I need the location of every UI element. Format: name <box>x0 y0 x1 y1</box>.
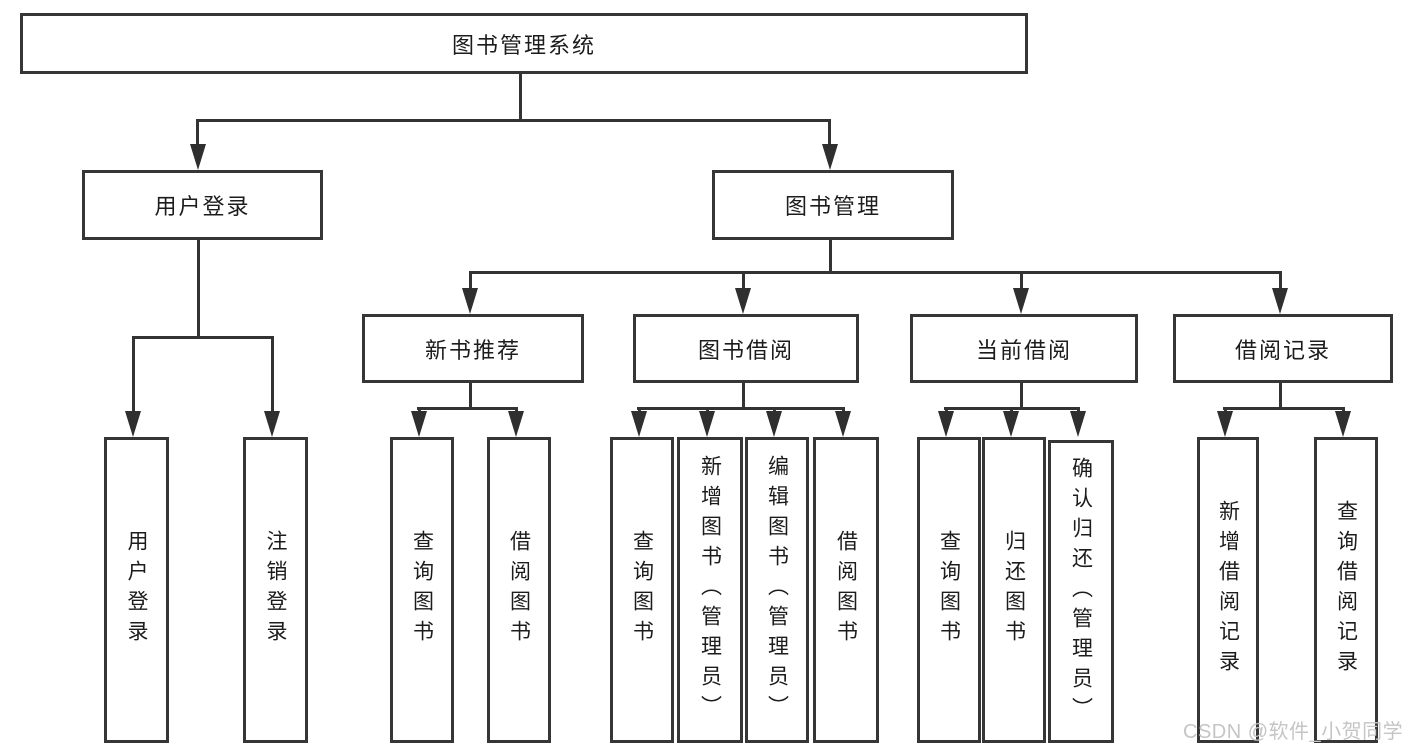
node-book-management: 图书管理 <box>712 170 954 240</box>
node-borrowing-records-label: 借阅记录 <box>1234 337 1331 363</box>
arrowhead-down-icon <box>125 411 141 437</box>
arrowhead-down-icon <box>411 411 427 437</box>
connector-segment <box>1020 377 1023 410</box>
connector-segment <box>417 407 518 410</box>
connector-segment <box>637 407 844 410</box>
arrowhead-down-icon <box>766 411 782 437</box>
node-leaf-user-login-label: 用户登录 <box>125 530 148 650</box>
arrowhead-down-icon <box>1272 288 1288 314</box>
node-current-borrowing-label: 当前借阅 <box>975 337 1072 363</box>
connector-segment <box>1020 271 1023 288</box>
node-leaf-query-borrow-record-label: 查询借阅记录 <box>1334 500 1358 680</box>
node-book-borrowing-label: 图书借阅 <box>697 337 794 363</box>
connector-segment <box>519 68 522 121</box>
connector-segment <box>742 377 745 410</box>
connector-segment <box>197 234 200 339</box>
connector-segment <box>197 119 831 122</box>
node-leaf-query-books-recommend-label: 查询图书 <box>410 530 434 650</box>
arrowhead-down-icon <box>835 411 851 437</box>
node-leaf-edit-books-admin-label: 编辑图书（管理员） <box>765 455 789 725</box>
arrowhead-down-icon <box>508 411 524 437</box>
node-leaf-logout-label: 注销登录 <box>264 530 287 650</box>
arrowhead-down-icon <box>1013 288 1029 314</box>
arrowhead-down-icon <box>699 411 715 437</box>
node-leaf-borrow-books-recommend: 借阅图书 <box>487 437 551 743</box>
arrowhead-down-icon <box>190 144 206 170</box>
node-leaf-borrow-books-borrowing-label: 借阅图书 <box>834 530 858 650</box>
connector-segment <box>829 234 832 274</box>
node-leaf-borrow-books-borrowing: 借阅图书 <box>813 437 879 743</box>
connector-segment <box>469 271 1282 274</box>
arrowhead-down-icon <box>735 288 751 314</box>
node-user-login: 用户登录 <box>82 170 323 240</box>
connector-segment <box>469 377 472 410</box>
node-leaf-confirm-return-admin-label: 确认归还（管理员） <box>1069 456 1093 727</box>
arrowhead-down-icon <box>1217 411 1233 437</box>
connector-segment <box>742 271 745 288</box>
node-leaf-query-books-recommend: 查询图书 <box>390 437 454 743</box>
node-leaf-add-books-admin-label: 新增图书（管理员） <box>698 455 722 725</box>
arrowhead-down-icon <box>264 411 280 437</box>
connector-segment <box>469 271 472 288</box>
node-new-book-recommend: 新书推荐 <box>362 314 584 383</box>
arrowhead-down-icon <box>462 288 478 314</box>
node-borrowing-records: 借阅记录 <box>1173 314 1393 383</box>
node-leaf-query-books-borrowing: 查询图书 <box>610 437 674 743</box>
arrowhead-down-icon <box>822 144 838 170</box>
node-leaf-return-books: 归还图书 <box>982 437 1046 743</box>
connector-segment <box>196 119 199 146</box>
connector-segment <box>1279 377 1282 410</box>
node-leaf-user-login: 用户登录 <box>104 437 169 743</box>
arrowhead-down-icon <box>631 411 647 437</box>
node-leaf-query-borrow-record: 查询借阅记录 <box>1314 437 1378 743</box>
arrowhead-down-icon <box>1003 411 1019 437</box>
connector-segment <box>271 336 274 411</box>
connector-segment <box>1279 271 1282 288</box>
node-leaf-confirm-return-admin: 确认归还（管理员） <box>1048 440 1114 743</box>
node-new-book-recommend-label: 新书推荐 <box>424 337 521 363</box>
node-leaf-query-books-current: 查询图书 <box>917 437 981 743</box>
node-leaf-query-books-borrowing-label: 查询图书 <box>630 530 654 650</box>
node-user-login-label: 用户登录 <box>154 194 251 219</box>
connector-segment <box>132 336 135 411</box>
node-root-label: 图书管理系统 <box>451 32 596 58</box>
node-current-borrowing: 当前借阅 <box>910 314 1138 383</box>
node-leaf-add-borrow-record-label: 新增借阅记录 <box>1216 500 1240 680</box>
node-leaf-query-books-current-label: 查询图书 <box>937 530 961 650</box>
watermark: CSDN @软件_小贺同学 <box>1183 721 1404 743</box>
node-book-management-label: 图书管理 <box>784 194 881 219</box>
connector-segment <box>1223 407 1344 410</box>
arrowhead-down-icon <box>1335 411 1351 437</box>
node-leaf-add-books-admin: 新增图书（管理员） <box>677 437 743 743</box>
connector-segment <box>828 119 831 146</box>
node-leaf-logout: 注销登录 <box>243 437 308 743</box>
arrowhead-down-icon <box>1070 411 1086 437</box>
node-book-borrowing: 图书借阅 <box>633 314 859 383</box>
node-leaf-add-borrow-record: 新增借阅记录 <box>1197 437 1259 743</box>
node-leaf-borrow-books-recommend-label: 借阅图书 <box>507 530 531 650</box>
connector-segment <box>132 336 274 339</box>
node-leaf-return-books-label: 归还图书 <box>1002 530 1026 650</box>
arrowhead-down-icon <box>938 411 954 437</box>
node-root: 图书管理系统 <box>20 13 1028 74</box>
node-leaf-edit-books-admin: 编辑图书（管理员） <box>745 437 809 743</box>
